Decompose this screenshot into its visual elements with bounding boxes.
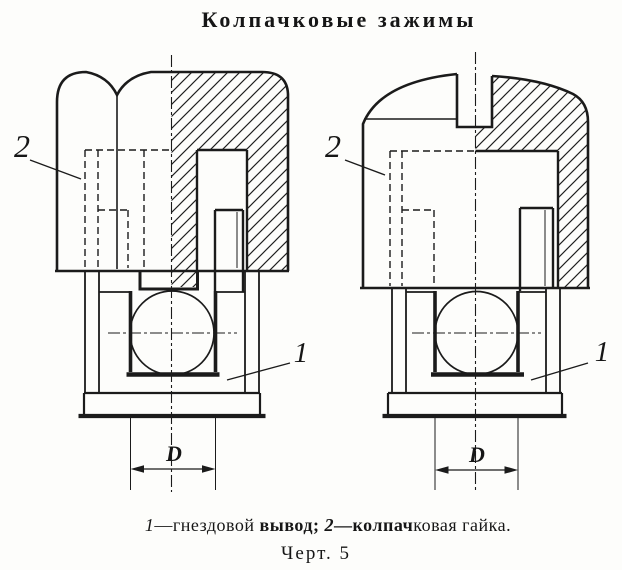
caption-part-2: —гнездовой [153,515,259,535]
page-title: Колпачковые зажимы [202,7,477,32]
hidden-thread-lines [84,149,171,268]
socket-sleeve [84,271,260,393]
dimension-extension-lines [130,417,216,490]
caption-part-4: 2 [324,515,335,535]
leader-line-cap [29,159,82,180]
dimension-extension-lines [434,417,519,490]
cap-section-hatch [475,76,588,288]
stud-section-hatch [171,271,197,287]
socket-post [213,208,245,292]
right-dimension-label: D [468,442,485,467]
socket-post [518,206,555,291]
figure-number: Черт. 5 [281,543,351,564]
right-terminal-label: 1 [595,336,610,368]
left-figure [29,55,291,492]
stud-cup [138,271,199,291]
caption-part-3: вывод; [260,515,325,535]
left-cap-label: 2 [14,128,30,164]
caption-part-6: ковая гайка. [413,515,511,535]
leader-line-cap [344,159,386,176]
leader-line-terminal [226,362,291,381]
leader-line-terminal [530,362,589,381]
figure-caption: 1—гнездовой вывод; 2—колпачковая гайка. [145,515,511,535]
left-terminal-label: 1 [294,337,309,369]
left-dimension-label: D [165,441,182,466]
center-lines [108,55,237,492]
right-cap-label: 2 [325,128,341,164]
right-figure [344,52,590,492]
center-lines [412,52,541,492]
cap-bore-edges [475,149,560,287]
cap-section-hatch [171,72,288,271]
hidden-thread-lines [389,150,474,286]
caption-part-5: —колпач [333,515,413,535]
caption-part-1: 1 [145,515,155,535]
cap-bore-edges [195,148,249,270]
socket-sleeve [391,288,561,393]
cap-outline [360,72,590,290]
